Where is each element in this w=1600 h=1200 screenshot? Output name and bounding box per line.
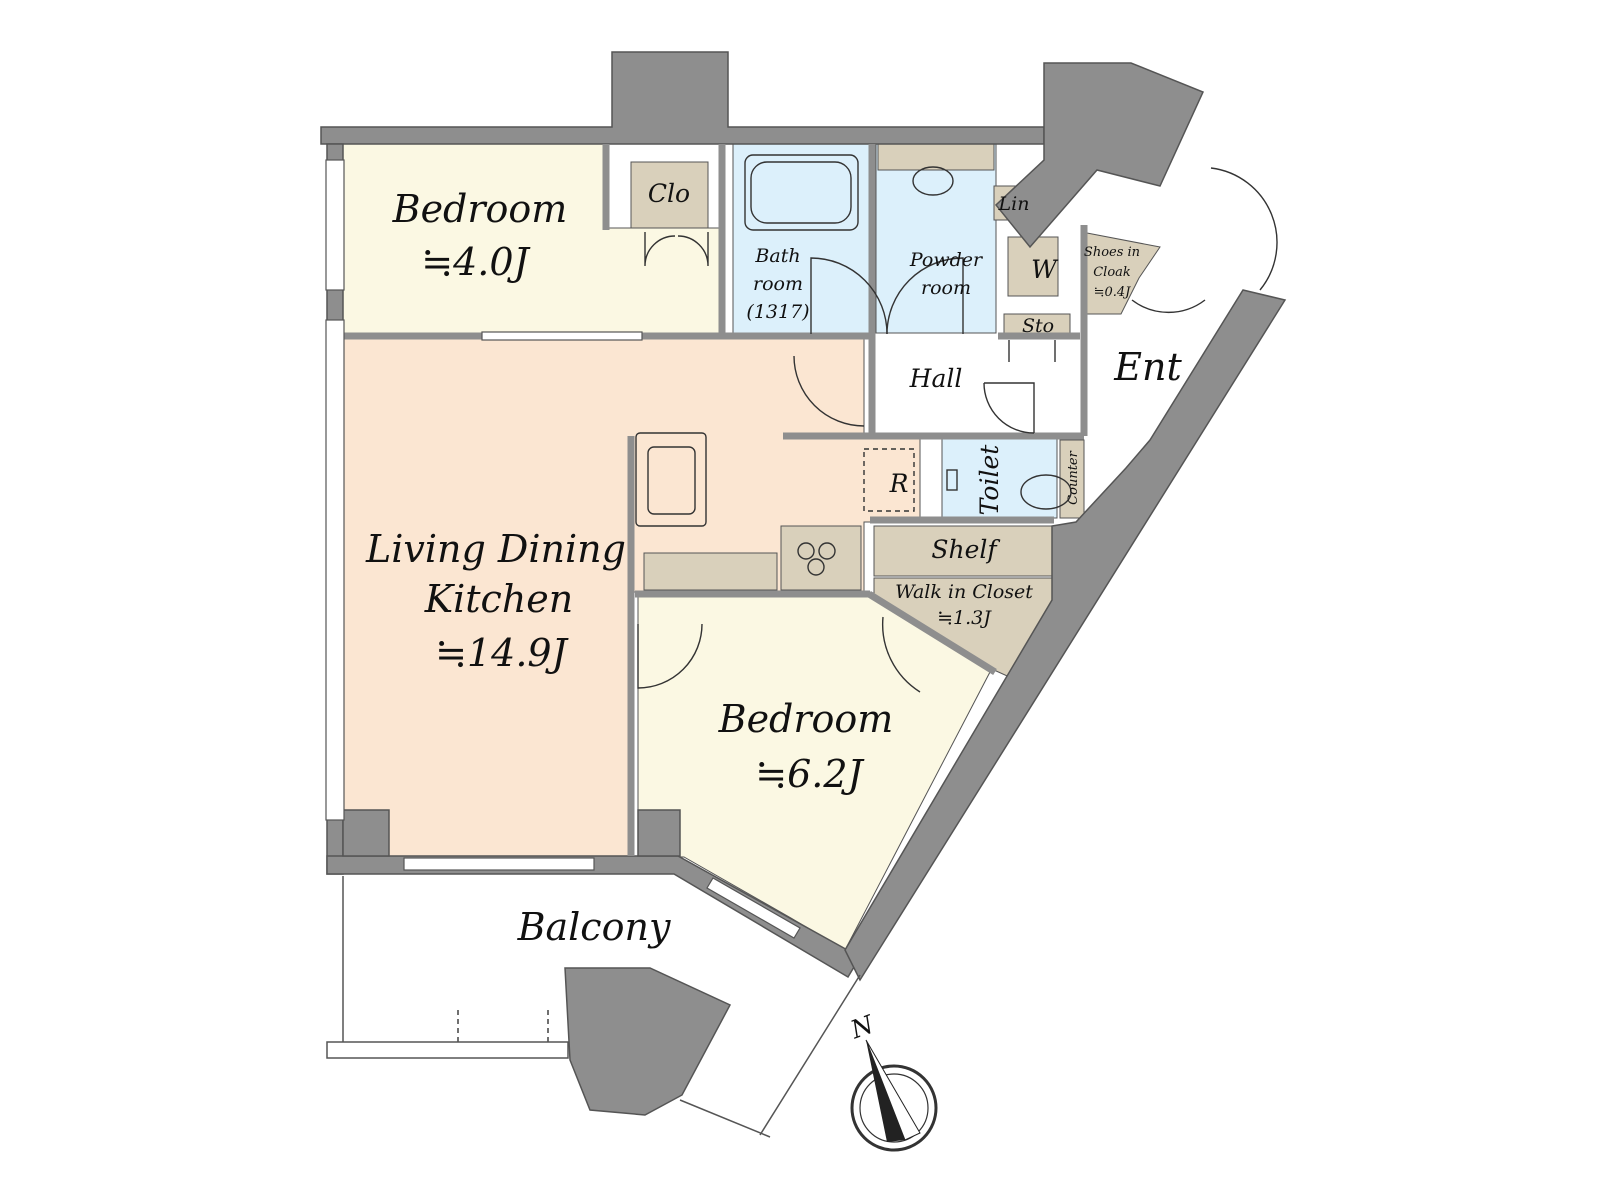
ldk-area-label: ≒14.9J	[435, 631, 568, 675]
wall-column-lower-left	[342, 809, 390, 857]
pillar-ne	[994, 62, 1205, 249]
clo-area	[630, 161, 709, 229]
wall-north-left	[320, 51, 1045, 145]
clo-label: Clo	[648, 179, 690, 208]
powder-room-label-1: Powder	[909, 249, 984, 271]
wall-column-lower-mid	[637, 809, 681, 857]
shoes-cloak-label-2: Cloak	[1093, 265, 1131, 280]
compass-north-label: N	[846, 1009, 878, 1044]
windows	[325, 159, 801, 939]
vanity-counter-area	[877, 143, 995, 171]
shoes-cloak-label-1: Shoes in	[1084, 245, 1140, 260]
balcony-label: Balcony	[517, 905, 671, 949]
bedroom-b-area-label: ≒6.2J	[755, 752, 864, 796]
toilet-label: Toilet	[975, 444, 1004, 516]
bedroom-a-label: Bedroom	[392, 187, 568, 231]
sto-label: Sto	[1022, 315, 1054, 337]
lin-label: Lin	[998, 193, 1030, 215]
ent-label: Ent	[1113, 345, 1182, 389]
pillar-balcony	[564, 967, 732, 1116]
bathroom-label-2: room	[753, 273, 803, 295]
ldk-label-1: Living Dining	[365, 527, 626, 571]
bedroom-a-area-label: ≒4.0J	[421, 240, 530, 284]
shoes-cloak-area-label: ≒0.4J	[1094, 285, 1132, 300]
kitchen-stove-area	[780, 525, 862, 591]
shelf-label: Shelf	[931, 535, 1000, 564]
toilet-area	[941, 438, 1058, 519]
fixtures	[457, 154, 1072, 1045]
counter-label: Counter	[1066, 450, 1081, 504]
w-area	[1007, 236, 1059, 297]
powder-room-area	[875, 143, 997, 334]
wall-east-diagonal	[844, 289, 1287, 982]
ldk-label-2: Kitchen	[424, 577, 574, 621]
bathroom-area	[732, 143, 872, 334]
bathroom-label-1: Bath	[754, 245, 800, 267]
walk-in-closet-area-label: ≒1.3J	[937, 607, 992, 629]
interior-partitions	[343, 144, 1088, 856]
hall-label: Hall	[909, 364, 963, 393]
north-arrow-icon: N	[846, 1009, 938, 1152]
doors	[637, 167, 1278, 693]
kitchen-counter-area	[643, 552, 778, 591]
walk-in-closet-label: Walk in Closet	[895, 581, 1033, 603]
bathroom-label-3: (1317)	[746, 301, 809, 323]
counter-area	[1059, 439, 1085, 519]
refrigerator-label: R	[889, 469, 909, 498]
shelf-area	[873, 525, 1053, 577]
bedroom-b-label: Bedroom	[718, 697, 894, 741]
w-label: W	[1031, 255, 1059, 284]
balcony-outline	[326, 876, 861, 1138]
powder-room-label-2: room	[921, 277, 971, 299]
